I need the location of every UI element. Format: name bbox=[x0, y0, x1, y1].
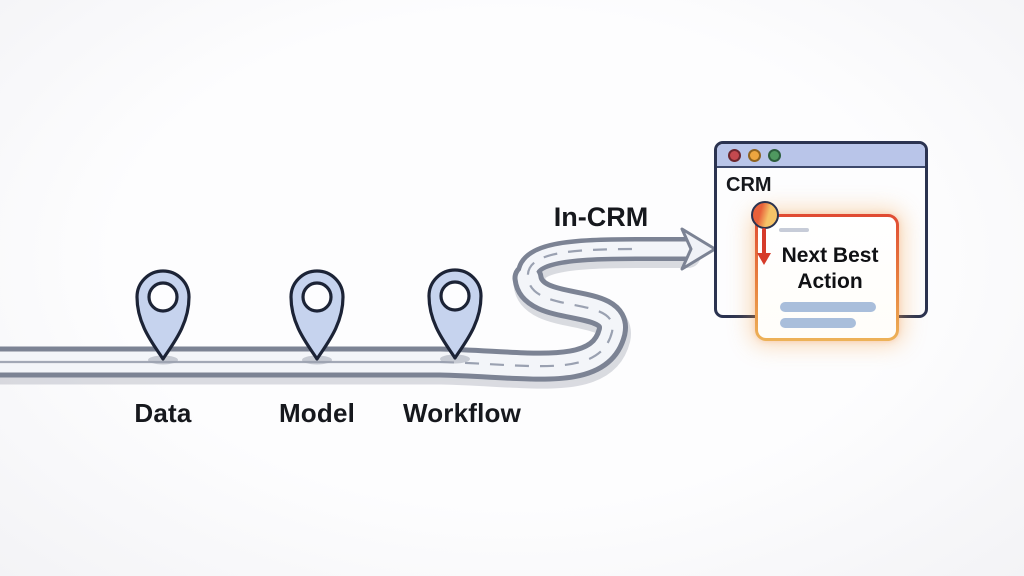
card-title: Next Best Action bbox=[781, 244, 879, 294]
next-best-action-card: Next Best Action bbox=[755, 214, 899, 341]
stop-label-model: Model bbox=[278, 398, 356, 428]
card-placeholder-dash bbox=[779, 228, 809, 232]
pin-model-icon bbox=[289, 269, 345, 365]
stop-label-data: Data bbox=[134, 398, 192, 428]
crm-window-titlebar bbox=[717, 144, 925, 168]
yellow-circle-icon bbox=[748, 148, 761, 162]
pointer-arrow-head-icon bbox=[757, 253, 771, 265]
stop-label-workflow: Workflow bbox=[402, 398, 522, 428]
green-circle-icon bbox=[768, 148, 781, 162]
arrow-label-in-crm: In-CRM bbox=[553, 202, 649, 232]
red-circle-icon bbox=[728, 148, 741, 162]
arrow-head-icon bbox=[680, 227, 717, 271]
pin-data-icon bbox=[135, 269, 191, 365]
pin-workflow-icon bbox=[427, 268, 483, 364]
click-pointer-icon bbox=[751, 201, 779, 229]
card-placeholder-bar bbox=[780, 318, 856, 328]
crm-window-title: CRM bbox=[726, 174, 772, 196]
pointer-arrow-line bbox=[762, 228, 766, 255]
card-placeholder-bar bbox=[780, 302, 876, 312]
